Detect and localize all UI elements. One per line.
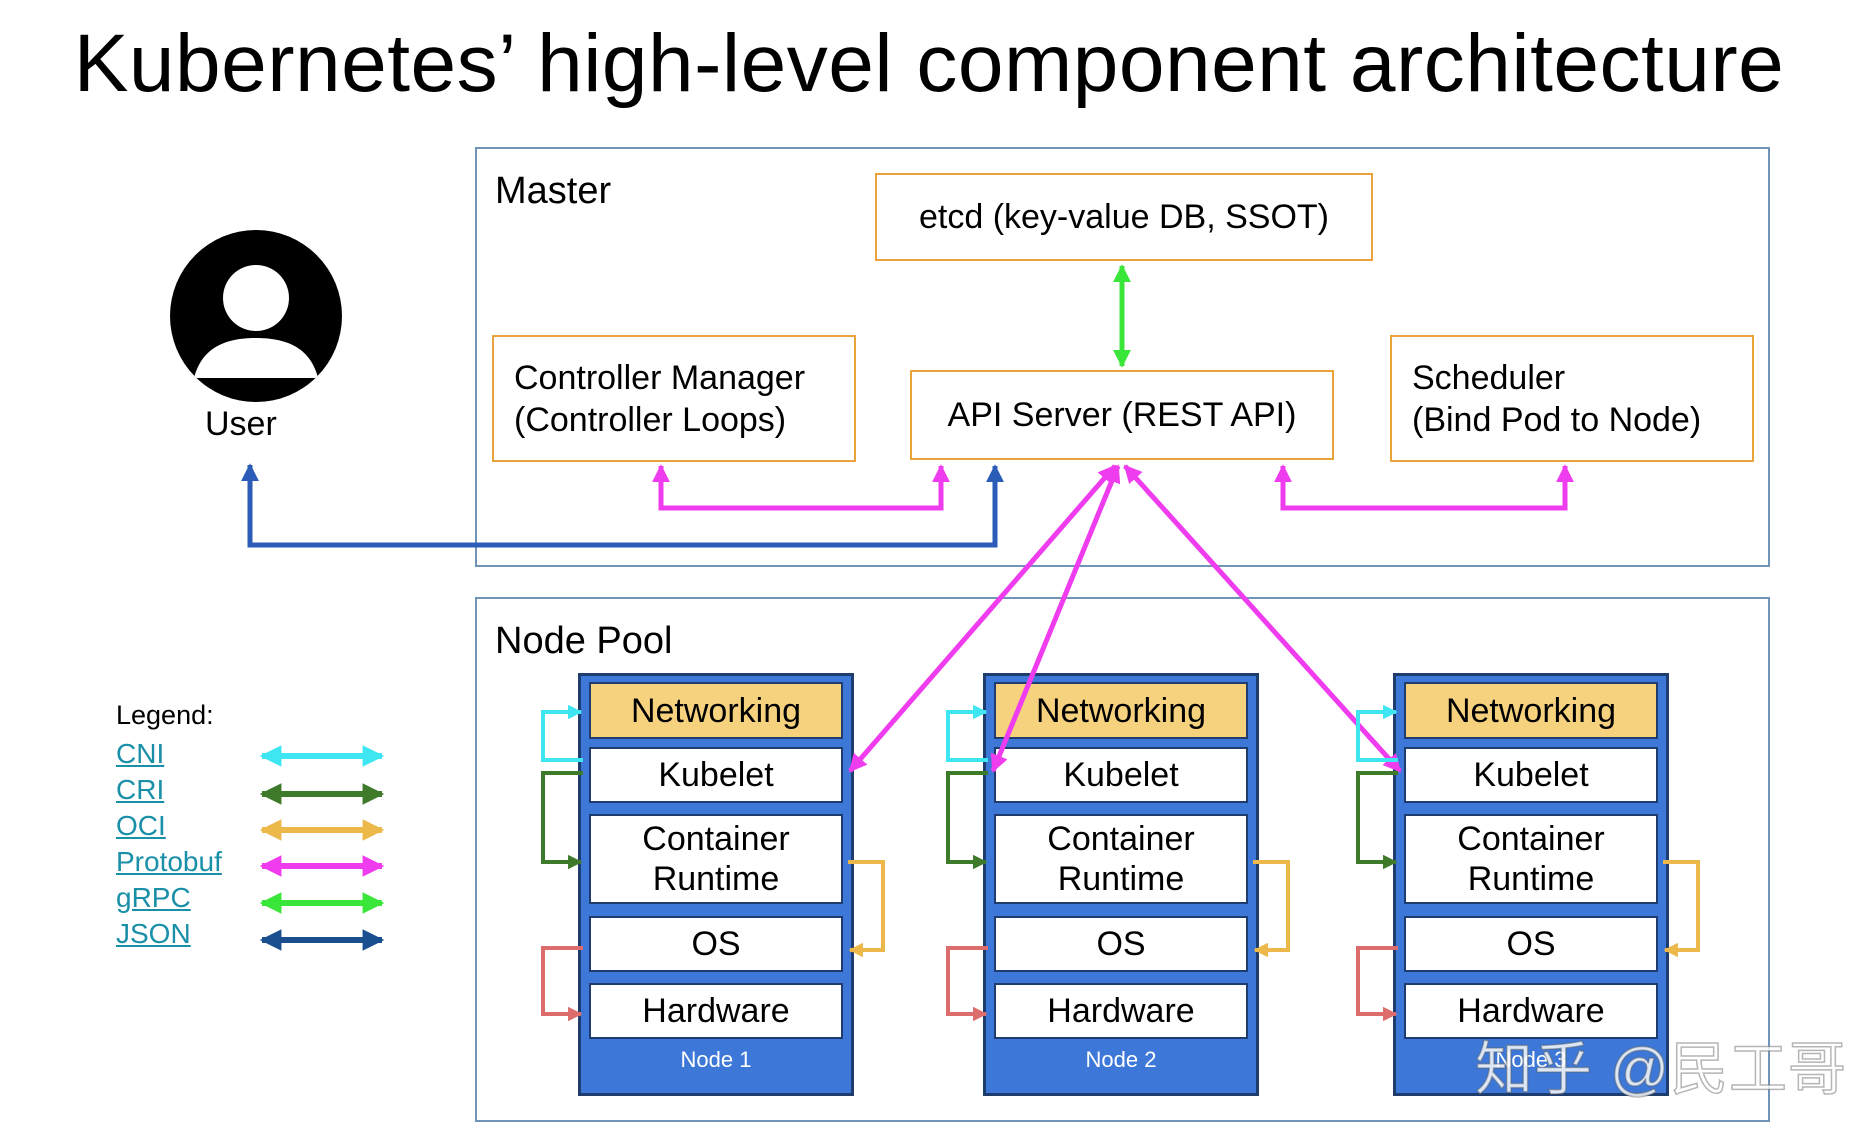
api-server-box: API Server (REST API) (910, 370, 1334, 460)
scheduler-line1: Scheduler (1412, 359, 1566, 397)
watermark: 知乎 @民工哥 (1474, 1036, 1847, 1103)
api-server-label: API Server (REST API) (947, 396, 1297, 434)
user-label: User (205, 405, 277, 443)
legend-json-link[interactable]: JSON (116, 918, 191, 949)
kubelet-layer: Kubelet (994, 747, 1248, 803)
node-2: Networking Kubelet Container Runtime OS … (983, 673, 1259, 1096)
os-layer: OS (994, 916, 1248, 972)
user-avatar-icon (170, 230, 342, 402)
networking-layer: Networking (589, 682, 843, 739)
node-name-label: Node 2 (1085, 1047, 1157, 1072)
legend-cni-link[interactable]: CNI (116, 738, 165, 769)
diagram-title: Kubernetes’ high-level component archite… (73, 18, 1785, 109)
legend-protobuf-link[interactable]: Protobuf (116, 846, 222, 877)
node-3: Networking Kubelet Container Runtime OS … (1393, 673, 1669, 1096)
etcd-label: etcd (key-value DB, SSOT) (918, 198, 1329, 236)
container-runtime-layer: Container Runtime (994, 814, 1248, 904)
node-pool-label: Node Pool (495, 620, 673, 662)
node-1: Networking Kubelet Container Runtime OS … (578, 673, 854, 1096)
os-layer: OS (1404, 916, 1658, 972)
networking-layer: Networking (1404, 682, 1658, 739)
kubelet-layer: Kubelet (589, 747, 843, 803)
etcd-box: etcd (key-value DB, SSOT) (875, 173, 1373, 261)
node-name-label: Node 3 (1495, 1047, 1567, 1072)
legend-oci-link[interactable]: OCI (116, 810, 166, 841)
legend-cri-link[interactable]: CRI (116, 774, 165, 805)
os-layer: OS (589, 916, 843, 972)
container-runtime-layer: Container Runtime (1404, 814, 1658, 904)
kubelet-layer: Kubelet (1404, 747, 1658, 803)
networking-layer: Networking (994, 682, 1248, 739)
legend-grpc-link[interactable]: gRPC (116, 882, 191, 913)
legend-title: Legend: (116, 700, 214, 730)
controller-manager-line1: Controller Manager (514, 359, 806, 397)
hardware-layer: Hardware (994, 983, 1248, 1039)
master-label: Master (495, 170, 612, 212)
scheduler-line2: (Bind Pod to Node) (1412, 401, 1702, 439)
node-pool-group (475, 597, 1770, 1122)
scheduler-box: Scheduler (Bind Pod to Node) (1390, 335, 1754, 462)
hardware-layer: Hardware (589, 983, 843, 1039)
hardware-layer: Hardware (1404, 983, 1658, 1039)
controller-manager-box: Controller Manager (Controller Loops) (492, 335, 856, 462)
controller-manager-line2: (Controller Loops) (514, 401, 787, 439)
master-group (475, 147, 1770, 567)
node-name-label: Node 1 (680, 1047, 752, 1072)
container-runtime-layer: Container Runtime (589, 814, 843, 904)
